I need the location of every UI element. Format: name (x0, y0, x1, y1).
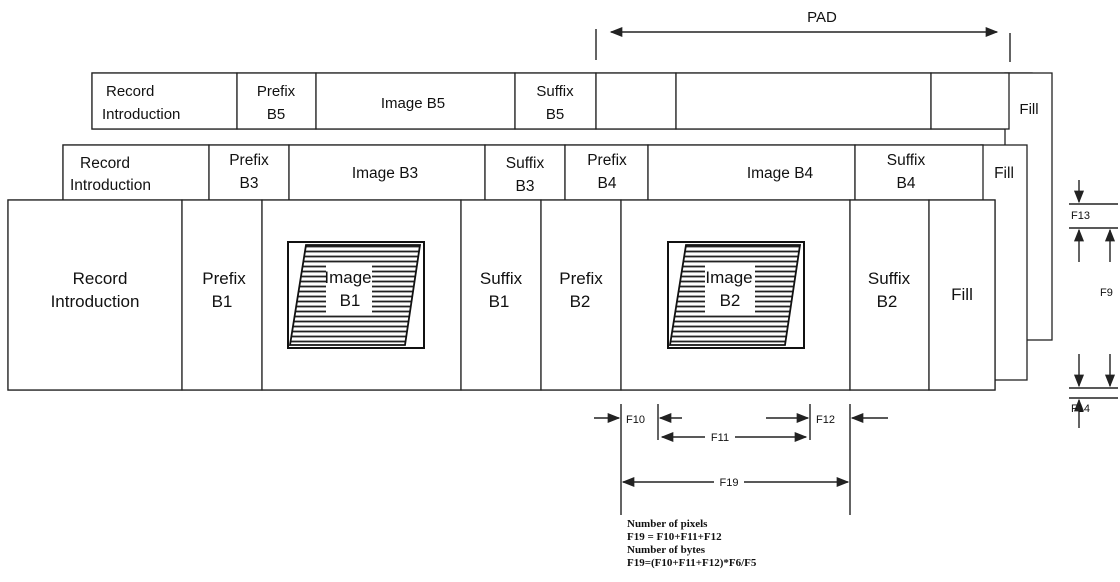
layer-1-fill-label: Fill (1019, 101, 1038, 118)
layer-3-suffix-b2-label-2: B2 (877, 292, 898, 311)
layer-1-record-intro-label-2: Introduction (102, 106, 180, 123)
layer-2-image-b4-cell (647, 144, 856, 203)
layer-3-prefix-b2-label-2: B2 (570, 292, 591, 311)
layer-3-prefix-b2-cell (540, 199, 622, 391)
layer-1-prefix-label-2: B5 (267, 106, 285, 123)
f19-label: F19 (720, 477, 739, 489)
f13-label: F13 (1071, 210, 1090, 222)
layer-1-suffix-label-2: B5 (546, 106, 564, 123)
image-b1-label-1: Image (324, 268, 371, 287)
layer-3-suffix-b2-cell (849, 199, 930, 391)
layer-2-record-intro-cell (62, 144, 210, 203)
layer-3-record: Image B1 Image B2 Record Introduction Pr… (7, 199, 996, 391)
f10-label: F10 (626, 414, 645, 426)
f19-label-backdrop (714, 473, 744, 489)
layer-2-prefix-b4-cell (564, 144, 649, 203)
layer-1-record-intro-label-1: Record (106, 83, 154, 100)
layer-2-record: Record Introduction Prefix B3 Image B3 S… (62, 144, 1028, 381)
f11-label: F11 (711, 432, 729, 444)
layer-1-record-intro-cell (91, 72, 238, 130)
layer-1-empty-cell-1 (595, 72, 677, 130)
layer-3-prefix-b1-label-2: B1 (212, 292, 233, 311)
image-b2-label-2: B2 (720, 291, 741, 310)
formula-notes: Number of pixels F19 = F10+F11+F12 Numbe… (627, 518, 757, 569)
layer-1-prefix-label-1: Prefix (257, 83, 296, 100)
note-pixels-formula: F19 = F10+F11+F12 (627, 531, 722, 543)
layer-1-image-cell (315, 72, 516, 130)
layer-1-empty-cell-2 (675, 72, 932, 130)
pad-label: PAD (807, 9, 837, 26)
vertical-dimensions: F13 F9 F14 (1069, 180, 1118, 428)
f14-label: F14 (1071, 403, 1090, 415)
layer-3-suffix-b1-label-1: Suffix (480, 269, 523, 288)
layer-3-fill-cell (928, 199, 996, 391)
layer-2-image-b3-label: Image B3 (352, 165, 418, 182)
layer-1-image-label: Image B5 (381, 95, 445, 112)
note-bytes-formula: F19=(F10+F11+F12)*F6/F5 (627, 557, 757, 569)
f11-label-backdrop (705, 428, 735, 444)
layer-1-suffix-cell (514, 72, 597, 130)
layer-2-prefix-b4-label-1: Prefix (587, 152, 627, 169)
layer-2-record-intro-label-1: Record (80, 155, 130, 172)
layer-2-fill-label: Fill (994, 165, 1014, 182)
layer-3-suffix-b2-label-1: Suffix (868, 269, 911, 288)
note-pixels-heading: Number of pixels (627, 518, 708, 530)
image-b2-label-1: Image (705, 268, 752, 287)
layer-3-prefix-b2-label-1: Prefix (559, 269, 603, 288)
f12-label: F12 (816, 414, 835, 426)
f9-label: F9 (1100, 287, 1113, 299)
image-b2-label-backdrop (705, 264, 755, 314)
layer-3-record-intro-cell (7, 199, 183, 391)
layer-3-record-intro-label-2: Introduction (51, 292, 140, 311)
image-b1-label-2: B1 (340, 291, 361, 310)
layer-2-suffix-b3-label-2: B3 (516, 178, 535, 195)
layer-3-fill-label: Fill (951, 285, 973, 304)
image-b1-label-backdrop (326, 264, 372, 314)
layer-2-suffix-b3-label-1: Suffix (506, 155, 545, 172)
layer-2-record-intro-label-2: Introduction (70, 177, 151, 194)
layer-3-prefix-b1-cell (181, 199, 263, 391)
layer-2-prefix-b3-label-1: Prefix (229, 152, 269, 169)
layer-3-prefix-b1-label-1: Prefix (202, 269, 246, 288)
layer-2-prefix-b4-label-2: B4 (598, 175, 617, 192)
layer-2-suffix-b3-cell (484, 144, 566, 203)
layer-3-record-intro-label-1: Record (73, 269, 128, 288)
layer-2-suffix-b4-cell (854, 144, 984, 203)
layer-1-suffix-label-1: Suffix (536, 83, 574, 100)
layer-2-image-b3-cell (288, 144, 486, 203)
layer-3-suffix-b1-label-2: B1 (489, 292, 510, 311)
layer-2-suffix-b4-label-1: Suffix (887, 152, 926, 169)
layer-2-prefix-b3-label-2: B3 (240, 175, 259, 192)
pad-dimension: PAD (595, 9, 1011, 62)
layer-2-image-b4-label: Image B4 (747, 165, 814, 182)
image-b2-graphic: Image B2 (667, 241, 805, 349)
horizontal-dimensions: F10 F11 F12 F19 (594, 404, 888, 515)
layer-1-empty-cell-3 (930, 72, 1010, 130)
note-bytes-heading: Number of bytes (627, 544, 706, 556)
image-b1-graphic: Image B1 (287, 241, 425, 349)
layer-2-suffix-b4-label-2: B4 (897, 175, 916, 192)
